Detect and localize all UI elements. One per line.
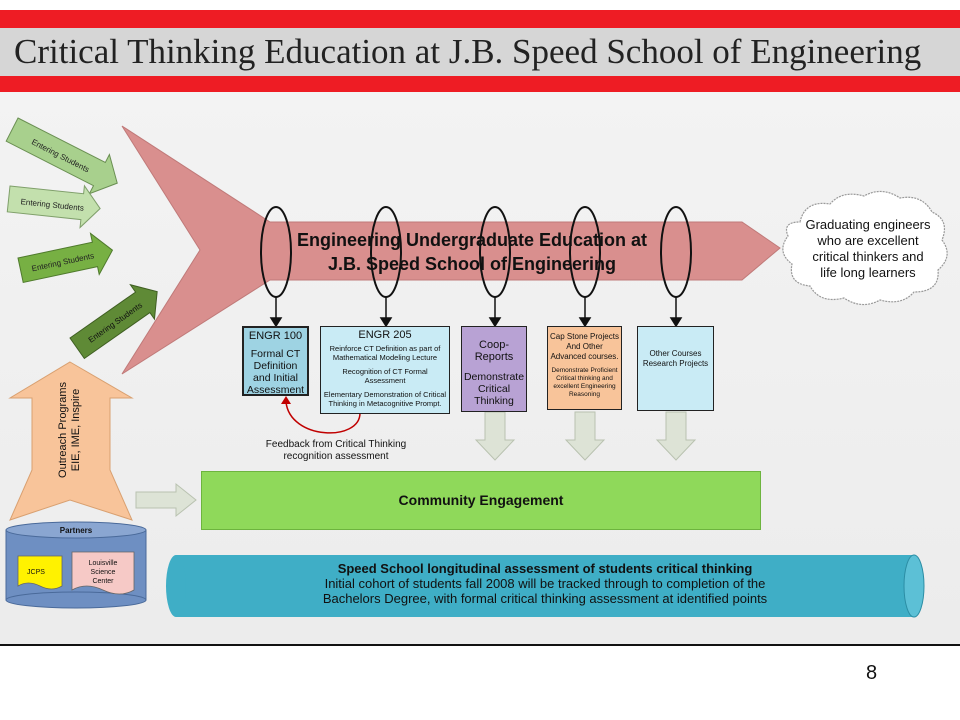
graduating-cloud xyxy=(782,190,948,306)
box-other-line: Research Projects xyxy=(642,359,709,368)
box-capstone-title: Cap Stone Projects xyxy=(550,332,619,341)
box-coop-line: Demonstrate xyxy=(463,371,525,383)
box-engr100-line: Assessment xyxy=(246,384,305,396)
longitudinal-line-1: Initial cohort of students fall 2008 wil… xyxy=(324,576,766,591)
longitudinal-line-2: Bachelors Degree, with formal critical t… xyxy=(322,591,768,606)
graduating-line-4: life long learners xyxy=(820,265,916,280)
jcps-label: JCPS xyxy=(27,569,45,576)
slide-title: Critical Thinking Education at J.B. Spee… xyxy=(14,32,922,71)
box-engr205-line: Recognition of CT Formal xyxy=(342,367,428,376)
jcps-doc xyxy=(17,555,63,590)
gray-down-arrows xyxy=(474,411,697,461)
box-engr205-line: Assessment xyxy=(364,376,406,385)
box-engr205-title: ENGR 205 xyxy=(358,329,412,341)
box-engr205-line: Reinforce CT Definition as part of xyxy=(329,344,441,353)
outreach-arrow xyxy=(8,361,134,521)
louisville-line-3: Center xyxy=(92,578,114,585)
ellipse-connectors xyxy=(269,297,683,328)
louisville-doc xyxy=(71,551,135,595)
box-coop-line: Critical xyxy=(477,383,511,395)
community-engagement: Community Engagement xyxy=(201,471,761,530)
title-bar xyxy=(0,28,960,76)
box-engr100: ENGR 100 Formal CT Definition and Initia… xyxy=(242,326,309,396)
main-arrow-line-1: Engineering Undergraduate Education at xyxy=(296,230,648,250)
box-engr205: ENGR 205 Reinforce CT Definition as part… xyxy=(320,326,450,414)
longitudinal-text: Speed School longitudinal assessment of … xyxy=(168,555,922,617)
box-engr100-title: ENGR 100 xyxy=(248,330,303,342)
outreach-line-1: Outreach Programs xyxy=(57,382,69,478)
box-other-title: Other Courses xyxy=(649,349,702,358)
down-arrow-capstone xyxy=(564,411,606,461)
box-capstone-line: Advanced courses. xyxy=(550,352,619,361)
longitudinal-scroll xyxy=(166,554,925,618)
entering-arrow-3: Entering Students xyxy=(17,232,114,284)
box-capstone: Cap Stone Projects And Other Advanced co… xyxy=(547,326,622,410)
main-chevron-arrow xyxy=(121,125,781,375)
feedback-line-2: recognition assessment xyxy=(283,451,389,462)
bottom-rule xyxy=(0,644,960,646)
feedback-label: Feedback from Critical Thinking recognit… xyxy=(236,439,436,463)
main-arrow-title: Engineering Undergraduate Education at J… xyxy=(262,228,682,276)
graduating-line-2: who are excellent xyxy=(817,233,919,248)
box-coop-title: Coop-Reports xyxy=(474,339,514,363)
box-engr100-line: Definition xyxy=(253,360,298,372)
box-engr205-line: Elementary Demonstration of Critical xyxy=(323,390,447,399)
down-arrow-coop xyxy=(474,411,516,461)
feedback-line-1: Feedback from Critical Thinking xyxy=(265,439,407,450)
feedback-curve xyxy=(285,401,361,434)
box-capstone-line: And Other xyxy=(566,342,603,351)
partners-title: Partners xyxy=(60,526,93,535)
box-coop-line: Thinking xyxy=(474,395,514,407)
main-arrow-line-2: J.B. Speed School of Engineering xyxy=(327,254,617,274)
box-capstone-line: Critical thinking and xyxy=(556,375,613,382)
graduating-text: Graduating engineers who are excellent c… xyxy=(800,217,936,281)
box-capstone-line: Demonstrate Proficient xyxy=(551,367,618,374)
outreach-to-community-arrow xyxy=(135,482,197,518)
graduating-line-3: critical thinkers and xyxy=(812,249,924,264)
box-engr205-line: Thinking in Metacognitive Prompt. xyxy=(328,399,442,408)
louisville-line-2: Science xyxy=(91,569,116,576)
graduating-line-1: Graduating engineers xyxy=(805,217,931,232)
box-coop-reports: Coop-Reports Demonstrate Critical Thinki… xyxy=(461,326,527,412)
down-arrow-other xyxy=(655,411,697,461)
louisville-line-1: Louisville xyxy=(89,560,118,567)
box-engr205-line: Mathematical Modeling Lecture xyxy=(332,353,438,362)
page-number: 8 xyxy=(866,662,878,684)
box-other-courses: Other Courses Research Projects xyxy=(637,326,714,411)
outreach-line-2: EIE, IME, Inspire xyxy=(70,389,82,472)
partners-cylinder: Partners JCPS Louisville Science Center xyxy=(5,521,147,609)
box-capstone-line: Reasoning xyxy=(568,391,601,398)
box-capstone-line: excellent Engineering xyxy=(553,383,616,390)
box-engr100-line: Formal CT xyxy=(250,348,301,360)
entering-arrow-2: Entering Students xyxy=(6,184,101,229)
longitudinal-title: Speed School longitudinal assessment of … xyxy=(337,561,753,576)
box-engr100-line: and Initial xyxy=(253,372,298,384)
